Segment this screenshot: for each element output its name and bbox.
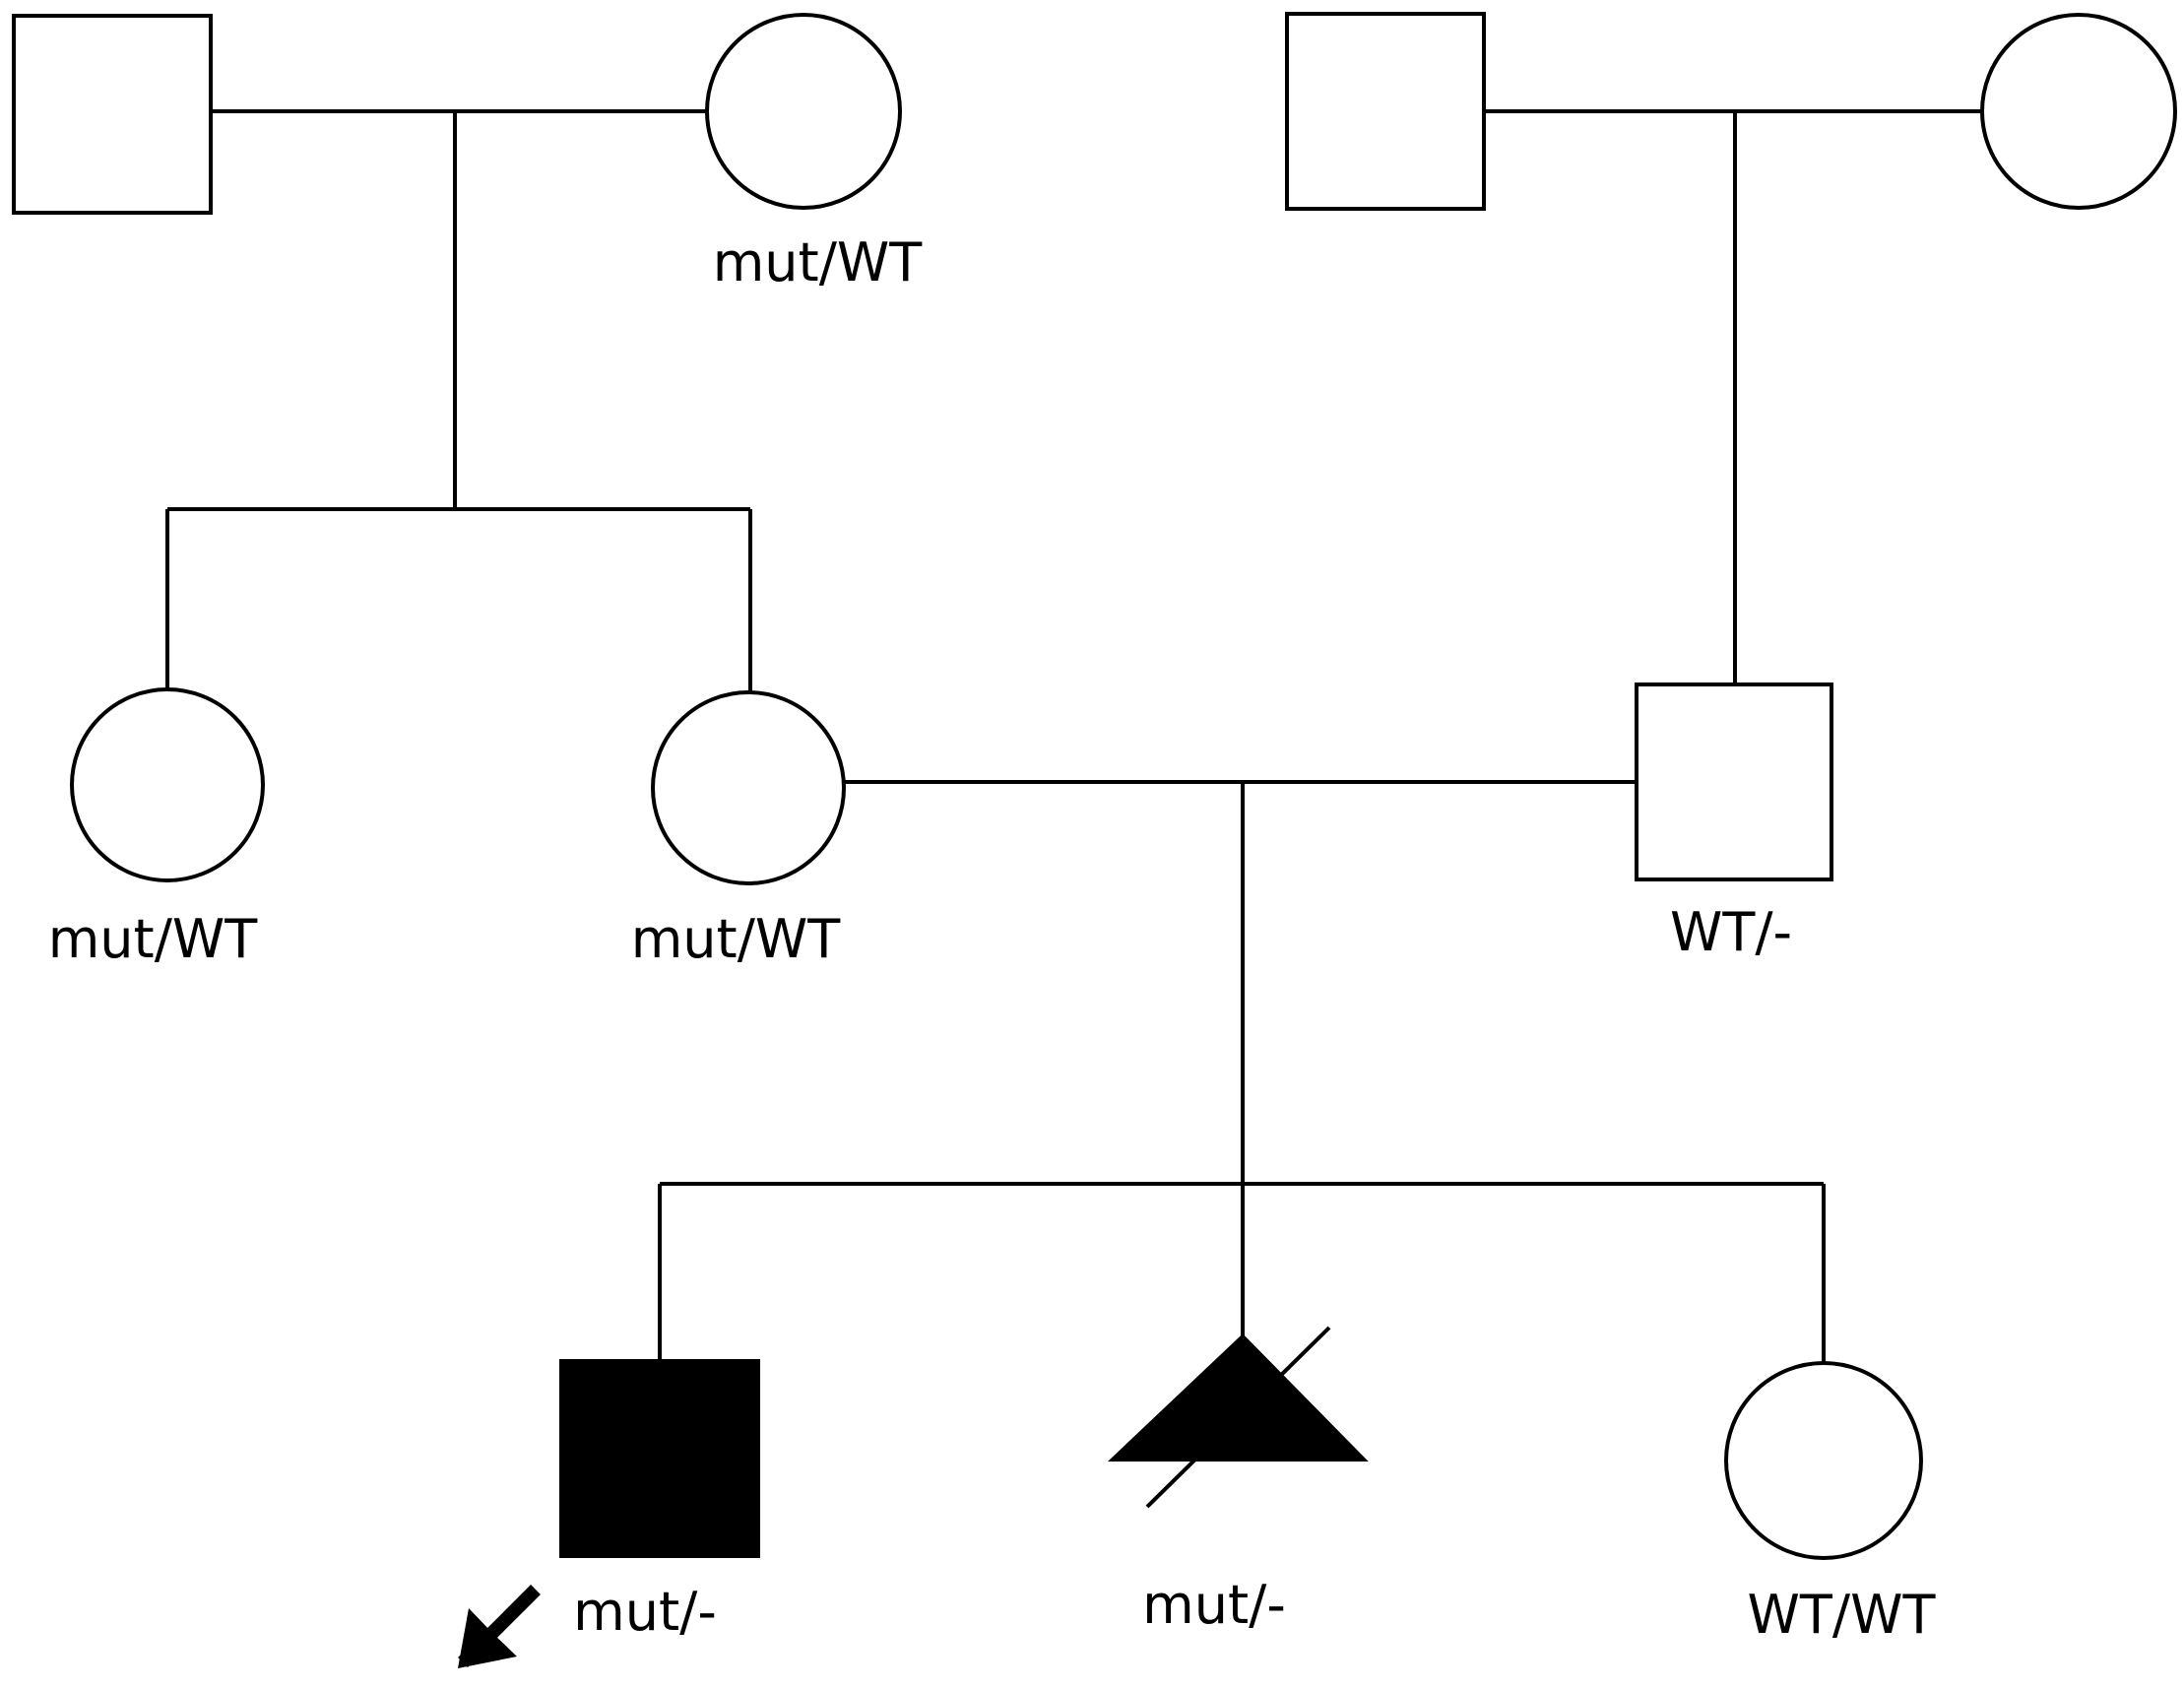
sister-label: WT/WT <box>1748 1584 1937 1646</box>
mother-label: mut/WT <box>631 908 842 970</box>
maternal-grandfather-square <box>12 14 213 215</box>
mother-circle <box>651 690 846 885</box>
sister-circle <box>1724 1361 1923 1560</box>
father-label: WT/- <box>1670 901 1792 963</box>
deceased-slash <box>1145 1326 1331 1509</box>
fetus-label: mut/- <box>1142 1574 1286 1636</box>
maternal-grandmother-label: mut/WT <box>713 231 924 293</box>
maternal-grandmother-circle <box>705 13 902 210</box>
proband-arrow-shaft <box>458 1585 541 1667</box>
proband-label: mut/- <box>573 1581 717 1643</box>
father-square <box>1635 682 1833 881</box>
maternal-aunt-circle <box>70 687 265 882</box>
paternal-grandmother-circle <box>1980 13 2177 210</box>
maternal-aunt-label: mut/WT <box>48 908 259 970</box>
proband-square <box>559 1359 760 1558</box>
paternal-grandfather-square <box>1285 12 1486 211</box>
fetus-triangle <box>1107 1333 1369 1462</box>
